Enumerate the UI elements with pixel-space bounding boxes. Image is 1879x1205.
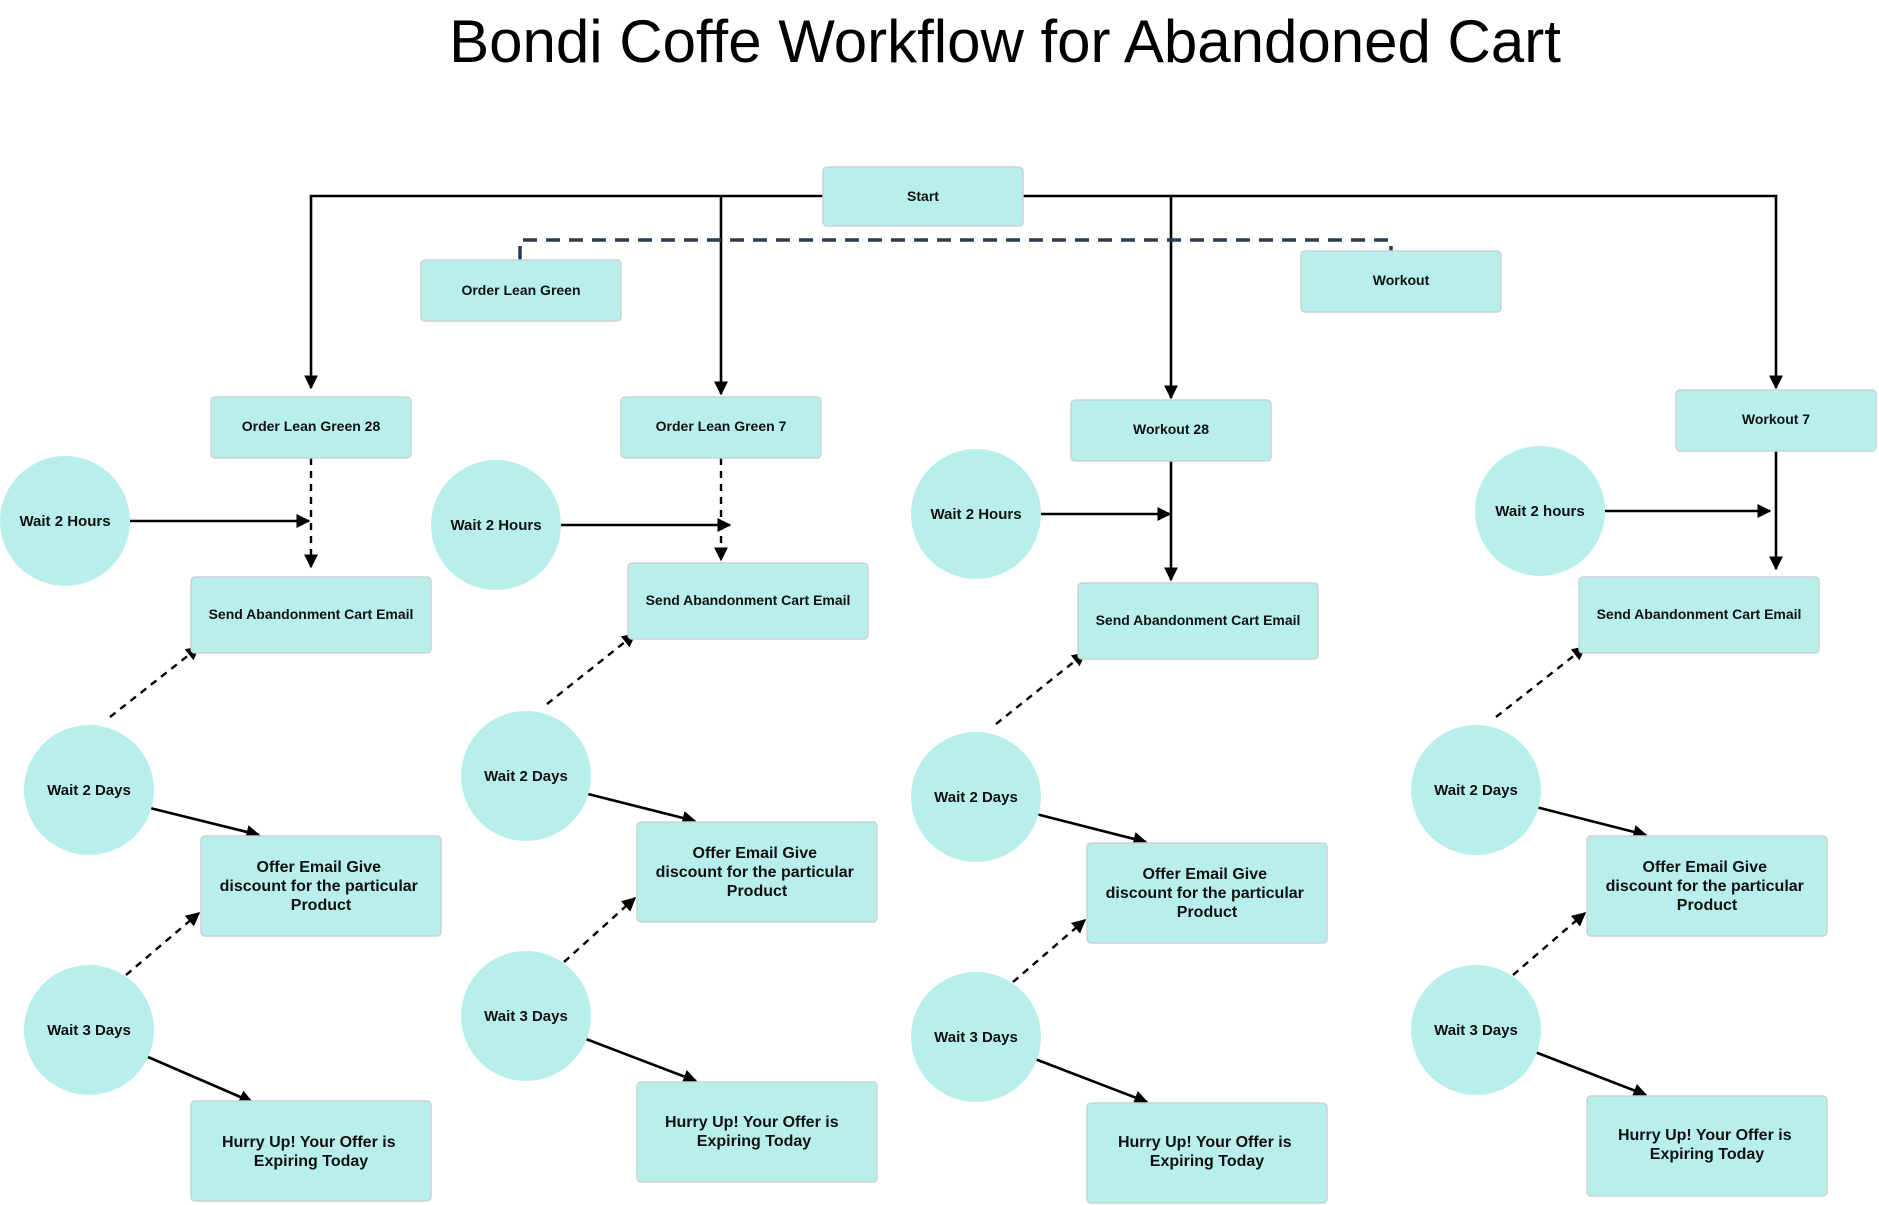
offer-email-label: Offer Email Give discount for the partic… <box>220 859 423 914</box>
start-node[interactable]: Start <box>822 166 1024 227</box>
top-connectors <box>304 194 1783 400</box>
edge-wait3days-offer <box>1012 919 1087 983</box>
wait-3-days-node[interactable]: Wait 3 Days <box>461 951 591 1081</box>
wait-hours-label: Wait 2 Hours <box>930 506 1021 523</box>
wait-hours-node[interactable]: Wait 2 Hours <box>431 460 561 590</box>
wait-hours-node[interactable]: Wait 2 Hours <box>911 449 1041 579</box>
wait-2-days-node[interactable]: Wait 2 Days <box>1411 725 1541 855</box>
hurry-up-node[interactable]: Hurry Up! Your Offer is Expiring Today <box>1586 1095 1828 1197</box>
send-email-node[interactable]: Send Abandonment Cart Email <box>627 562 869 640</box>
link-order-lean-green-workout <box>518 238 1393 260</box>
edge-wait3days-hurry <box>147 1055 254 1104</box>
edge-wait3days-offer <box>1512 912 1587 976</box>
wait-2-days-node[interactable]: Wait 2 Days <box>461 711 591 841</box>
hurry-up-label: Hurry Up! Your Offer is Expiring Today <box>1118 1134 1296 1170</box>
hurry-up-node[interactable]: Hurry Up! Your Offer is Expiring Today <box>190 1100 432 1202</box>
edge-wait3days-hurry <box>1034 1057 1149 1105</box>
edge-wait3days-offer <box>563 897 637 963</box>
product-label: Order Lean Green 7 <box>656 418 787 434</box>
wait-2-days-node[interactable]: Wait 2 Days <box>911 732 1041 862</box>
order-lean-green-node[interactable]: Order Lean Green <box>420 259 622 322</box>
wait-2-days-label: Wait 2 Days <box>1434 782 1518 799</box>
hurry-up-label: Hurry Up! Your Offer is Expiring Today <box>1618 1127 1796 1163</box>
wait-3-days-label: Wait 3 Days <box>1434 1022 1518 1039</box>
product-node[interactable]: Order Lean Green 28 <box>210 396 412 459</box>
hurry-up-label: Hurry Up! Your Offer is Expiring Today <box>665 1114 843 1150</box>
wait-hours-label: Wait 2 Hours <box>450 517 541 534</box>
column-order-lean-green-28: Order Lean Green 28 Wait 2 Hours Send Ab… <box>0 396 442 1202</box>
column-workout-28: Workout 28 Wait 2 Hours Send Abandonment… <box>911 399 1328 1204</box>
send-email-label: Send Abandonment Cart Email <box>646 592 851 608</box>
edge-start-workout28 <box>1023 194 1178 400</box>
edge-wait3days-hurry <box>1534 1050 1648 1097</box>
wait-hours-label: Wait 2 Hours <box>19 513 110 530</box>
send-email-label: Send Abandonment Cart Email <box>209 606 414 622</box>
edge-start-workout7 <box>1171 194 1783 390</box>
send-email-label: Send Abandonment Cart Email <box>1096 612 1301 628</box>
column-order-lean-green-7: Order Lean Green 7 Wait 2 Hours Send Aba… <box>431 396 878 1183</box>
wait-2-days-label: Wait 2 Days <box>484 768 568 785</box>
product-node[interactable]: Order Lean Green 7 <box>620 396 822 459</box>
offer-email-label: Offer Email Give discount for the partic… <box>656 845 859 900</box>
send-email-node[interactable]: Send Abandonment Cart Email <box>1077 582 1319 660</box>
send-email-node[interactable]: Send Abandonment Cart Email <box>190 576 432 654</box>
edge-start-lg28 <box>304 194 823 390</box>
start-label: Start <box>907 188 939 204</box>
edge-wait2days-offer <box>1035 812 1148 846</box>
offer-email-node[interactable]: Offer Email Give discount for the partic… <box>1086 842 1328 944</box>
product-node[interactable]: Workout 28 <box>1070 399 1272 462</box>
wait-3-days-label: Wait 3 Days <box>47 1022 131 1039</box>
send-email-node[interactable]: Send Abandonment Cart Email <box>1578 576 1820 654</box>
column-workout-7: Workout 7 Wait 2 hours Send Abandonment … <box>1411 389 1877 1197</box>
wait-3-days-label: Wait 3 Days <box>484 1008 568 1025</box>
diagram-title: Bondi Coffe Workflow for Abandoned Cart <box>449 8 1561 75</box>
product-node[interactable]: Workout 7 <box>1675 389 1877 452</box>
wait-2-days-label: Wait 2 Days <box>47 782 131 799</box>
order-lean-green-label: Order Lean Green <box>461 282 580 298</box>
wait-3-days-node[interactable]: Wait 3 Days <box>911 972 1041 1102</box>
wait-hours-node[interactable]: Wait 2 Hours <box>0 456 130 586</box>
edge-wait2days-email <box>109 646 201 718</box>
offer-email-node[interactable]: Offer Email Give discount for the partic… <box>636 821 878 923</box>
hurry-up-label: Hurry Up! Your Offer is Expiring Today <box>222 1134 400 1170</box>
workout-node[interactable]: Workout <box>1300 250 1502 313</box>
workout-label: Workout <box>1373 272 1430 288</box>
wait-3-days-node[interactable]: Wait 3 Days <box>1411 965 1541 1095</box>
product-label: Workout 28 <box>1133 421 1209 437</box>
edge-wait2days-email <box>546 633 637 705</box>
offer-email-node[interactable]: Offer Email Give discount for the partic… <box>200 835 442 937</box>
offer-email-label: Offer Email Give discount for the partic… <box>1106 866 1309 921</box>
edge-wait2days-offer <box>1535 805 1648 839</box>
wait-3-days-node[interactable]: Wait 3 Days <box>24 965 154 1095</box>
hurry-up-node[interactable]: Hurry Up! Your Offer is Expiring Today <box>636 1081 878 1183</box>
edge-wait3days-offer <box>125 912 201 976</box>
wait-hours-node[interactable]: Wait 2 hours <box>1475 446 1605 576</box>
wait-3-days-label: Wait 3 Days <box>934 1029 1018 1046</box>
product-label: Order Lean Green 28 <box>242 418 381 434</box>
send-email-label: Send Abandonment Cart Email <box>1597 606 1802 622</box>
edge-wait2days-offer <box>149 806 261 839</box>
wait-2-days-node[interactable]: Wait 2 Days <box>24 725 154 855</box>
product-label: Workout 7 <box>1742 411 1810 427</box>
offer-email-label: Offer Email Give discount for the partic… <box>1606 859 1809 914</box>
offer-email-node[interactable]: Offer Email Give discount for the partic… <box>1586 835 1828 937</box>
hurry-up-node[interactable]: Hurry Up! Your Offer is Expiring Today <box>1086 1102 1328 1204</box>
edge-wait3days-hurry <box>585 1037 698 1084</box>
wait-hours-label: Wait 2 hours <box>1495 503 1584 520</box>
edge-wait2days-email <box>1495 646 1587 718</box>
edge-wait2days-email <box>995 652 1087 725</box>
wait-2-days-label: Wait 2 Days <box>934 789 1018 806</box>
edge-wait2days-offer <box>587 792 697 825</box>
